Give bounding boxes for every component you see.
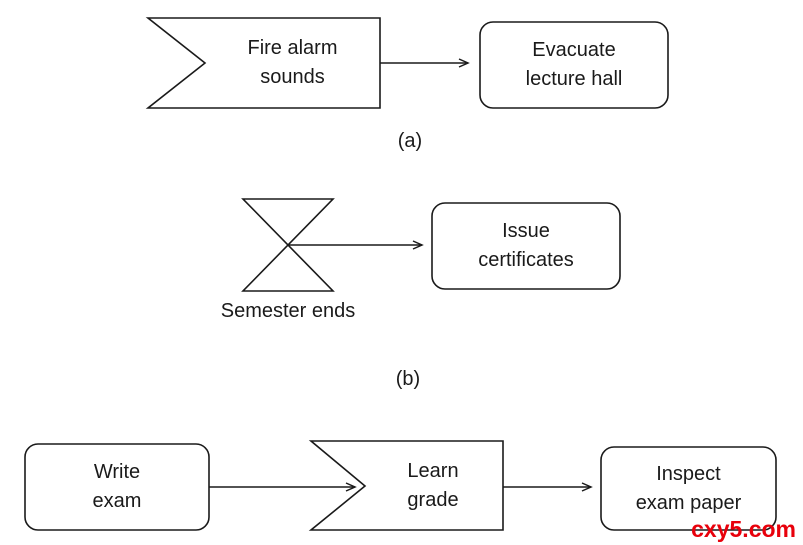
learn-grade-label-line1: Learn <box>407 459 459 482</box>
learn-grade-label-line2: grade <box>407 488 459 511</box>
action-box-evacuate <box>479 21 669 109</box>
action-box-issue-certificates <box>431 202 621 290</box>
fire-alarm-label: Fire alarm sounds <box>205 20 380 106</box>
write-exam-label: Write exam <box>27 444 207 530</box>
issue-certificates-label: Issue certificates <box>434 203 618 289</box>
caption-b: (b) <box>395 368 421 390</box>
caption-a: (a) <box>397 130 423 152</box>
semester-ends-label-text: Semester ends <box>220 299 356 322</box>
write-exam-label-line2: exam <box>92 490 142 512</box>
evacuate-label: Evacuate lecture hall <box>482 22 666 108</box>
issue-certificates-label-line2: certificates <box>478 249 574 271</box>
action-box-inspect-exam <box>600 446 777 531</box>
evacuate-label-line1: Evacuate <box>532 39 616 61</box>
accept-event-shape-learn-grade <box>308 440 504 531</box>
inspect-exam-label: Inspect exam paper <box>603 447 774 530</box>
time-event-hourglass <box>241 198 335 292</box>
evacuate-label-line2: lecture hall <box>525 68 623 90</box>
accept-event-shape-fire-alarm <box>145 17 381 109</box>
issue-certificates-label-line1: Issue <box>502 220 550 242</box>
semester-ends-label: Semester ends <box>188 296 388 326</box>
write-exam-label-line1: Write <box>93 461 141 483</box>
fire-alarm-label-line2: sounds <box>260 66 325 88</box>
learn-grade-label: Learn grade <box>365 441 501 530</box>
inspect-exam-label-line2: exam paper <box>635 491 742 514</box>
inspect-exam-label-line1: Inspect <box>656 462 721 485</box>
fire-alarm-label-line1: Fire alarm <box>247 37 338 59</box>
watermark-text: cxy5.com <box>691 516 796 542</box>
